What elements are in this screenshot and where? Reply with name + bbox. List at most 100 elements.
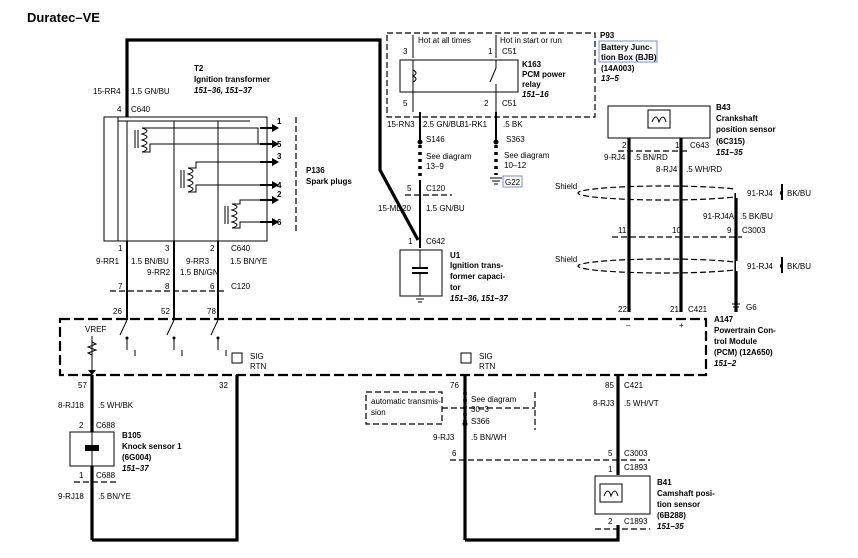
c3003-pin-10: 10: [672, 226, 681, 235]
p136-name: Spark plugs: [306, 177, 352, 186]
pcm-pin-78: 78: [207, 307, 216, 316]
c120-lower-label: C120: [231, 282, 251, 291]
u1-ref: 151–36, 151–37: [450, 294, 508, 303]
see-diagram-13-9-ref[interactable]: 13–9: [426, 162, 444, 171]
b41-name-2: tion sensor: [657, 500, 700, 509]
s146-label: S146: [426, 135, 445, 144]
ground-g6: G6: [746, 303, 757, 312]
c120-pin-6: 6: [210, 282, 215, 291]
pcm-pin-26: 26: [113, 307, 122, 316]
wire-15-rn3: 15-RN3: [387, 120, 415, 129]
wire-9-rj4-label: 9-RJ4: [604, 153, 626, 162]
c1893-top-label: C1893: [624, 463, 648, 472]
pcm-pin-76: 76: [450, 381, 459, 390]
b41-sensor-icon: [599, 483, 623, 503]
b43-name-1: Crankshaft: [716, 114, 758, 123]
k163-ref: 151–16: [522, 90, 549, 99]
p93-id: P93: [600, 31, 615, 40]
c1893-pin-2: 2: [608, 517, 613, 526]
b41-name-1: Camshaft posi-: [657, 489, 715, 498]
cam-sensor-return: [465, 525, 620, 542]
c688-pin-1: 1: [79, 471, 84, 480]
k163-id: K163: [522, 60, 542, 69]
sig-rtn-2-symbol: [460, 352, 472, 364]
wire-31-rk1-color: .5 BK: [503, 120, 523, 129]
b105-name: Knock sensor 1: [122, 442, 182, 451]
b43-crankshaft-sensor: [607, 105, 711, 139]
b41-code: (6B288): [657, 511, 686, 520]
c643-pin-1: 1: [675, 141, 680, 150]
pcm-minus: –: [626, 321, 631, 330]
see-diagram-30-3-ref[interactable]: 30–3: [471, 405, 489, 414]
b105-id: B105: [122, 431, 142, 440]
wire-8-rj3-label: 8-RJ3: [593, 399, 615, 408]
pcm-pin-52: 52: [161, 307, 170, 316]
bjb-label-1[interactable]: Battery Junc-: [601, 43, 652, 52]
c643-pin-2: 2: [622, 141, 627, 150]
k163-name2: relay: [522, 80, 541, 89]
c688-bottom-label: C688: [96, 471, 116, 480]
c1893-pin-1: 1: [608, 465, 613, 474]
pcm-internal-switches: [119, 319, 227, 356]
c3003-upper-label: C3003: [742, 226, 766, 235]
sig-rtn-2-label-b: RTN: [479, 362, 496, 371]
relay-pin-1: 1: [488, 47, 493, 56]
feed-15-rr4: [125, 38, 420, 241]
wire-91-rj4a: 91-RJ4A: [703, 212, 735, 221]
c3003-pin-9: 9: [727, 226, 732, 235]
see-diagram-13-9[interactable]: See diagram: [426, 152, 472, 161]
c3003-pin-11: 11: [618, 226, 627, 235]
spark-pin-6: 6: [277, 218, 282, 227]
b105-code: (6G004): [122, 453, 152, 462]
wire-31-rk1: 31-RK1: [460, 120, 488, 129]
wire-91-rj4a-color: .5 BK/BU: [740, 212, 773, 221]
a147-name-1: Powertrain Con-: [714, 326, 776, 335]
c421-lower-label: C421: [624, 381, 644, 390]
a147-name-2: trol Module: [714, 337, 758, 346]
knock-sensor-return: [92, 375, 239, 542]
g22-link-box[interactable]: [502, 175, 523, 188]
p136-id: P136: [306, 166, 325, 175]
splice-s363: [493, 139, 499, 145]
wire-8-rj18-color: .5 WH/BK: [98, 401, 134, 410]
t2-name: Ignition transformer: [194, 75, 270, 84]
u1-connector: C642: [426, 237, 446, 246]
wire-9-rr3: 9-RR3: [186, 257, 210, 266]
t2-c640-label: C640: [131, 105, 151, 114]
spark-pin-4: 4: [277, 181, 282, 190]
splice-s366: [462, 421, 468, 427]
c120-pin-8: 8: [165, 282, 170, 291]
c643-label: C643: [690, 141, 710, 150]
u1-pin-1: 1: [408, 237, 413, 246]
bjb-ref: 13–5: [601, 74, 619, 83]
wire-91-rj4-b: 91-RJ4: [747, 262, 773, 271]
bjb-link-box[interactable]: [598, 40, 658, 63]
a147-id: A147: [714, 315, 734, 324]
b43-ref: 151–35: [716, 148, 743, 157]
bjb-label-2[interactable]: tion Box (BJB): [601, 53, 657, 62]
c120-label: C120: [426, 184, 446, 193]
t2-id: T2: [194, 64, 204, 73]
wire-9-rr1: 9-RR1: [96, 257, 120, 266]
auto-trans-label-1: automatic transmis-: [371, 397, 441, 406]
see-diagram-10-12-ref[interactable]: 10–12: [504, 161, 527, 170]
a147-pcm-box: [58, 317, 708, 377]
wire-91-rj4-a: 91-RJ4: [747, 189, 773, 198]
spark-pin-3: 3: [277, 152, 282, 161]
hot-all-times-label: Hot at all times: [418, 36, 471, 45]
spark-pin-1: 1: [277, 117, 282, 126]
see-diagram-10-12[interactable]: See diagram: [504, 151, 550, 160]
c3003-pin-5: 5: [608, 449, 613, 458]
c688-top-label: C688: [96, 421, 116, 430]
g22-label[interactable]: G22: [505, 178, 521, 187]
see-diagram-30-3[interactable]: See diagram: [471, 395, 517, 404]
k163-name: PCM power: [522, 70, 566, 79]
diagram-title: Duratec–VE: [27, 10, 100, 25]
wire-9-rr2: 9-RR2: [147, 268, 171, 277]
relay-pin-5: 5: [403, 99, 408, 108]
shield-label-1: Shield: [555, 182, 577, 191]
vref-label: VREF: [85, 325, 106, 334]
wire-15-rn3-color: 2.5 GN/BU: [423, 120, 462, 129]
c640-pin-3: 3: [165, 244, 170, 253]
a147-ref: 151–2: [714, 359, 737, 368]
